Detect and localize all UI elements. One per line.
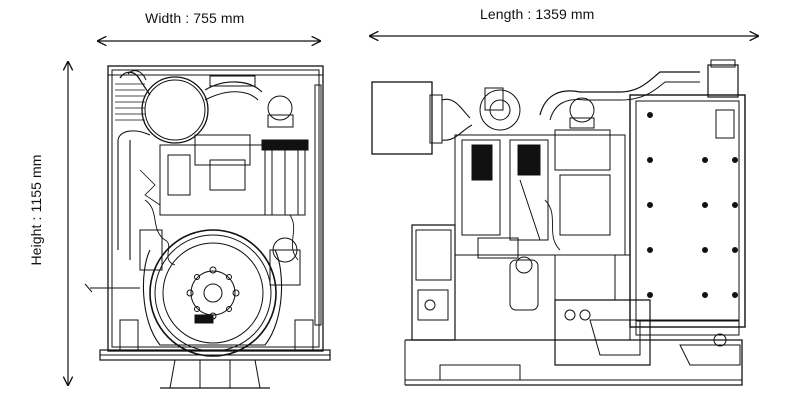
width-label: Width : 755 mm <box>145 10 245 26</box>
engine-front-view <box>84 65 331 389</box>
length-label: Length : 1359 mm <box>480 6 595 22</box>
engine-side-view <box>371 59 746 386</box>
